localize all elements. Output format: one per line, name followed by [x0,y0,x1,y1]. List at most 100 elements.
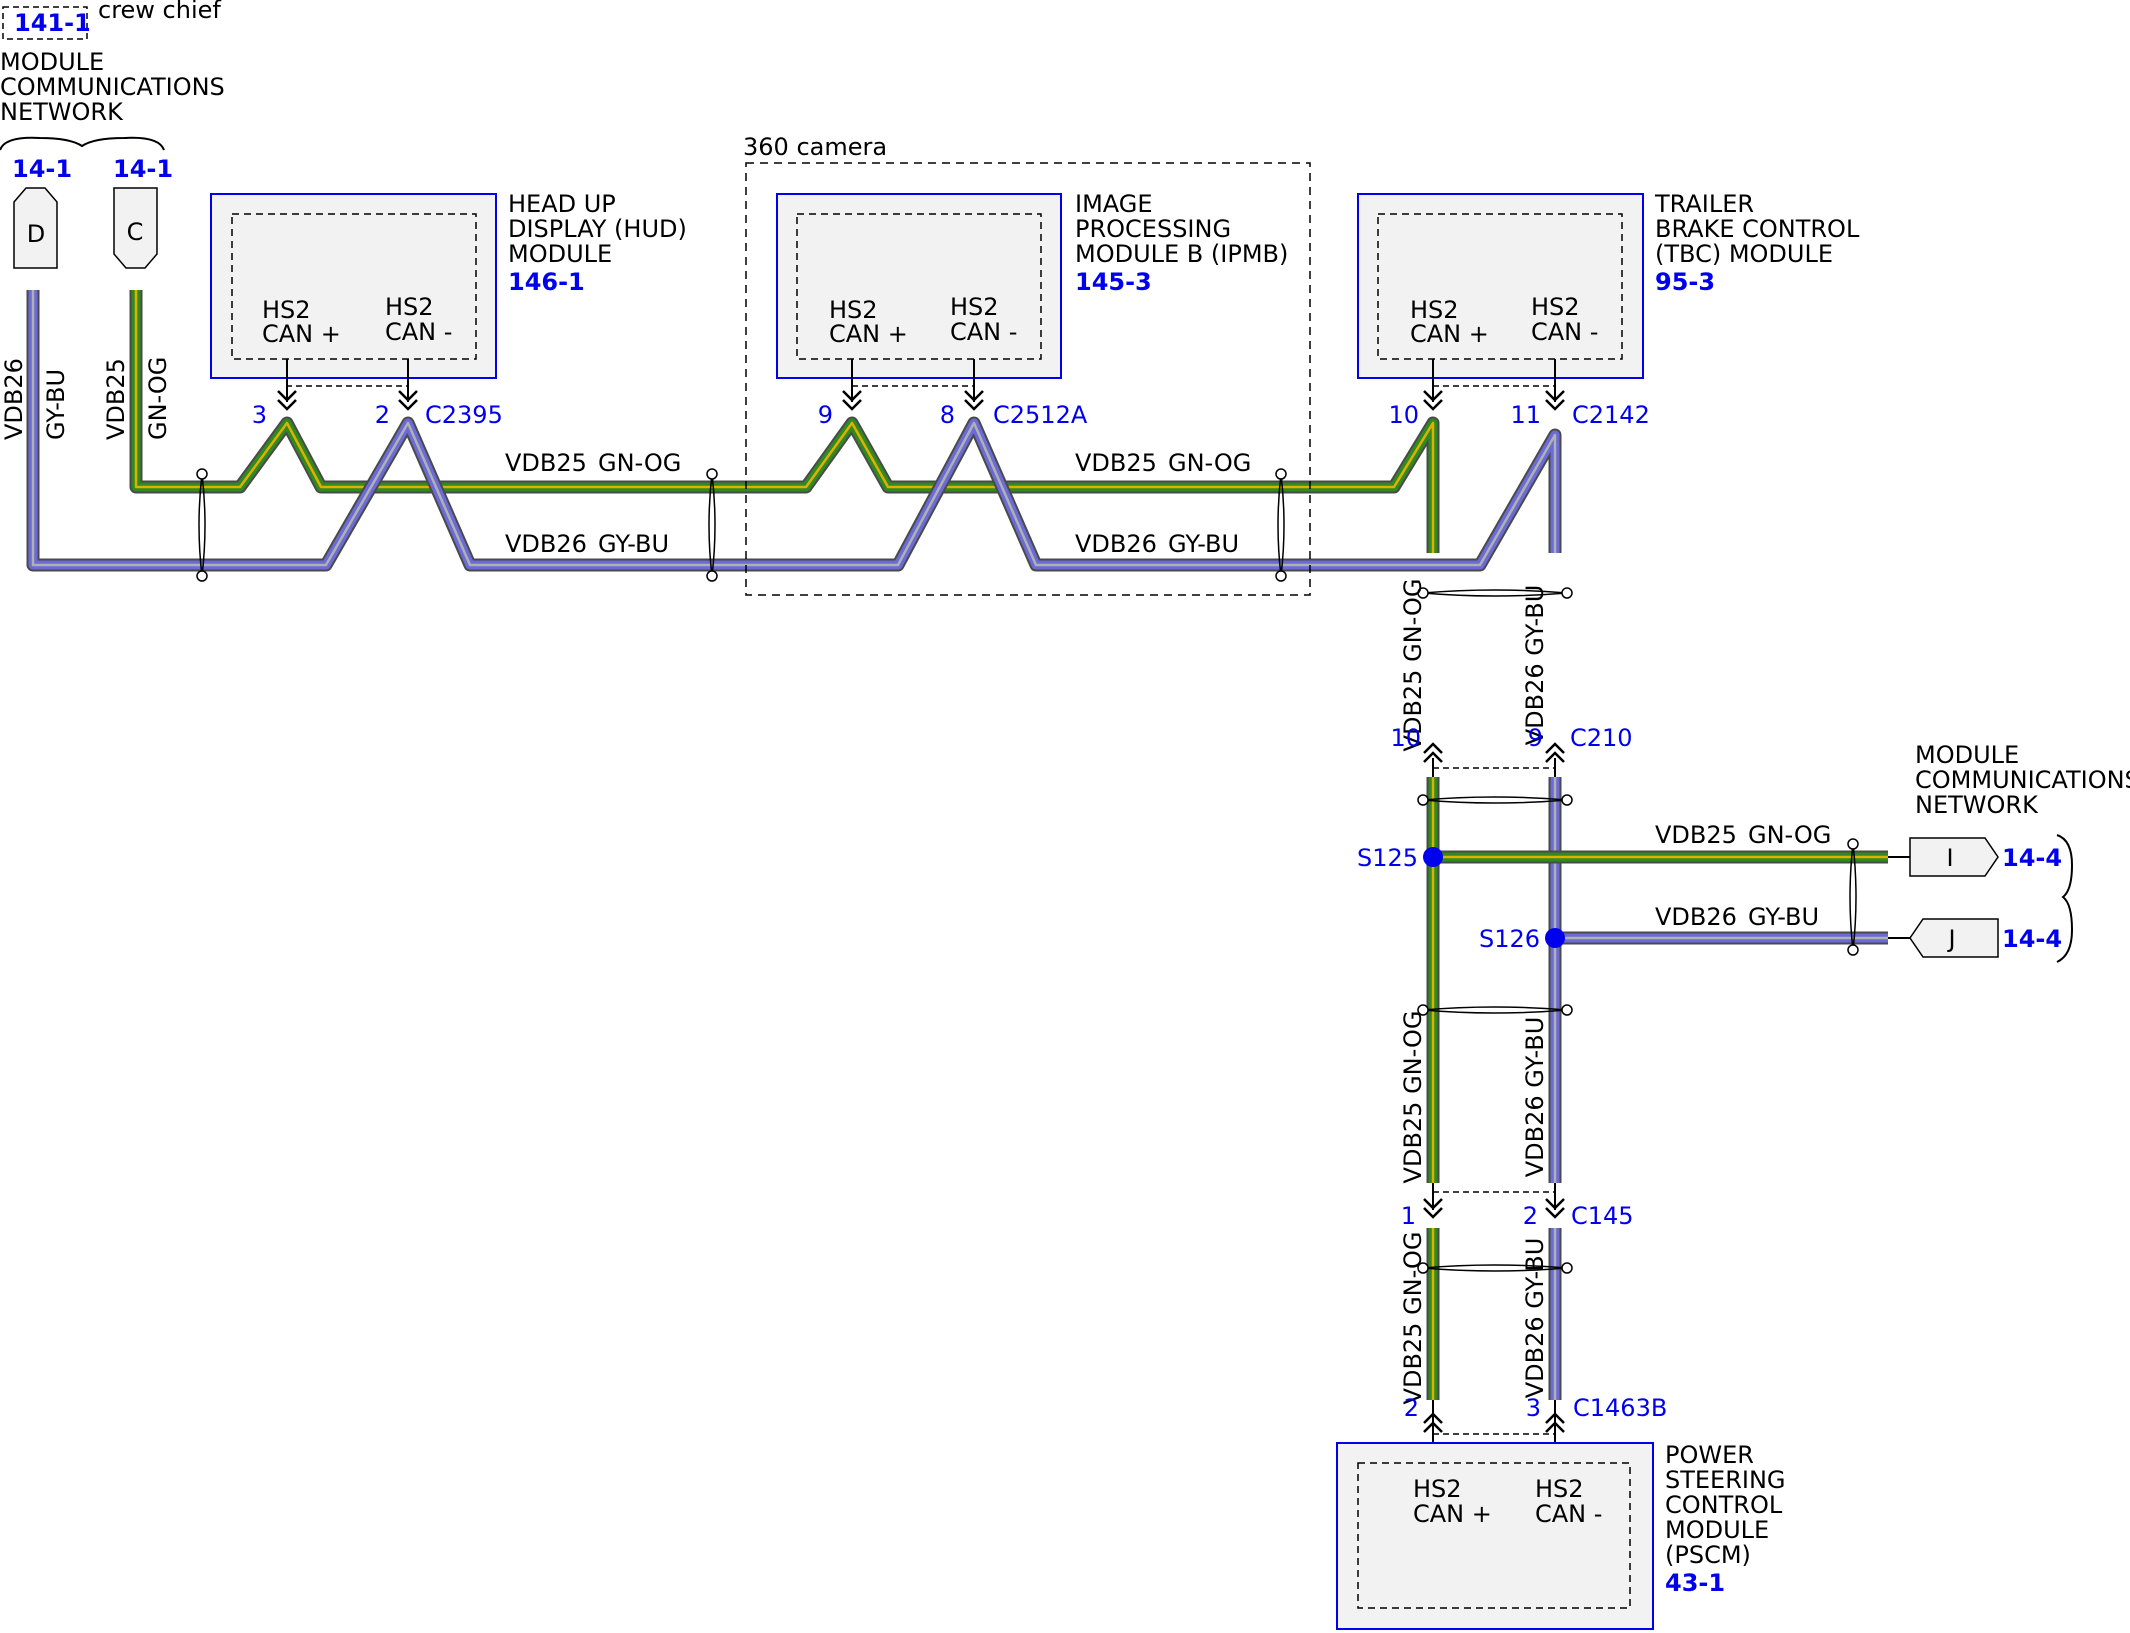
ref-c[interactable]: 14-1 [113,155,173,183]
c210-name: C210 [1570,724,1633,752]
hud-title-line-1: HEAD UP [508,190,616,218]
pscm-module-box[interactable] [1336,1442,1654,1630]
branch-gn-label-a: VDB25 [1655,821,1737,849]
connector-c-letter: C [127,218,144,246]
seg1-gy-label-b: GY-BU [598,530,669,558]
hud-pins: 3 2 C2395 [252,359,503,429]
tbc-module-box[interactable] [1357,193,1644,379]
twist-marker-7 [1417,1262,1573,1274]
c145-pin-gn: 1 [1401,1202,1416,1230]
pscm-module[interactable]: HS2 CAN + HS2 CAN - POWER STEERING CONTR… [1336,1441,1786,1630]
tbc-pin-minus-number: 11 [1510,401,1541,429]
crew-chief-label: crew chief [98,0,221,24]
tbc-pin-plus-line-1: HS2 [1410,296,1459,324]
tbc-inner-box [1377,213,1623,360]
ref-i[interactable]: 14-4 [2002,844,2062,872]
connector-c210: 10 9 C210 [1390,724,1633,777]
crew-chief-box [2,6,88,40]
connector-d: D [13,187,58,269]
right-network-title-1: MODULE [1915,741,2019,769]
c145-name: C145 [1571,1202,1634,1230]
wire-vdb26-gy-bu-main [26,290,1562,572]
connector-d-shape [13,187,58,269]
network-title-line-1: MODULE [0,48,104,76]
c210-pin-gy: 9 [1528,724,1543,752]
left-label-gybu: GY-BU [42,369,70,440]
hud-pin-plus-number: 3 [252,401,267,429]
ref-d[interactable]: 14-1 [12,155,72,183]
connector-c145: 1 2 C145 [1401,1183,1634,1230]
right-network-brace [2056,834,2074,963]
pscm-title-line-5: (PSCM) [1665,1541,1751,1569]
connector-i-letter: I [1946,844,1953,872]
network-title-line-2: COMMUNICATIONS [0,73,225,101]
pscm-title-line-4: MODULE [1665,1516,1769,1544]
camera-group-label: 360 camera [743,133,887,161]
connector-i: I [1909,837,1999,877]
right-network-title-2: COMMUNICATIONS [1915,766,2130,794]
hud-inner-box [231,213,477,360]
camera-group-box [745,162,1311,596]
wire-vdb25-gn-og-main [129,290,1440,553]
ipmb-module[interactable]: HS2 CAN + HS2 CAN - IMAGE PROCESSING MOD… [776,190,1288,379]
tbc-ref[interactable]: 95-3 [1655,268,1715,296]
pscm-title-line-3: CONTROL [1665,1491,1783,1519]
tbc-pin-plus-line-2: CAN + [1410,320,1489,348]
tbc-connector: C2142 [1572,401,1650,429]
branch-gy-label-a: VDB26 [1655,903,1737,931]
ref-j[interactable]: 14-4 [2002,925,2062,953]
twist-marker-4 [1417,587,1573,599]
pscm-pins: 2 3 C1463B [1404,1394,1667,1463]
connector-c-shape [113,187,158,269]
pscm-pin-plus-number: 2 [1404,1394,1419,1422]
connector-d-letter: D [27,220,45,248]
hud-module-box[interactable] [210,193,497,379]
c145-pin-gy: 2 [1523,1202,1538,1230]
branch-gy-label-b: GY-BU [1748,903,1819,931]
connector-c: C [113,187,158,269]
crew-chief-header: 141-1 crew chief MODULE COMMUNICATIONS N… [0,0,225,183]
pscm-pin-plus-line-2: CAN + [1413,1500,1492,1528]
tbc-pin-plus-number: 10 [1388,401,1419,429]
pscm-pin-minus-line-2: CAN - [1535,1500,1602,1528]
twist-marker-6 [1417,1004,1573,1016]
ipmb-pin-plus-line-1: HS2 [829,296,878,324]
splice-s125-label: S125 [1357,844,1418,872]
ipmb-pin-minus-line-2: CAN - [950,318,1017,346]
left-label-vdb25: VDB25 [102,358,130,440]
ipmb-inner-box [796,213,1042,360]
tbc-title-line-2: BRAKE CONTROL [1655,215,1860,243]
hud-module[interactable]: HS2 CAN + HS2 CAN - HEAD UP DISPLAY (HUD… [210,190,687,379]
splice-s126-label: S126 [1479,925,1540,953]
pscm-title-line-1: POWER [1665,1441,1754,1469]
twist-marker-5 [1417,794,1573,806]
connector-j: J [1909,918,1999,958]
ipmb-pin-plus-number: 9 [818,401,833,429]
right-network-title-3: NETWORK [1915,791,2039,819]
tbc-module[interactable]: HS2 CAN + HS2 CAN - TRAILER BRAKE CONTRO… [1357,190,1860,379]
vert2-gn-label: VDB25 GN-OG [1399,1011,1427,1184]
pscm-pin-plus-line-1: HS2 [1413,1475,1462,1503]
seg1-gn-label-a: VDB25 [505,449,587,477]
ipmb-ref[interactable]: 145-3 [1075,268,1152,296]
ipmb-title-line-3: MODULE B (IPMB) [1075,240,1288,268]
tbc-pins: 10 11 C2142 [1388,359,1650,429]
seg2-gy-label-b: GY-BU [1168,530,1239,558]
hud-ref[interactable]: 146-1 [508,268,585,296]
seg1-gn-label-b: GN-OG [598,449,681,477]
network-title-line-3: NETWORK [0,98,124,126]
tbc-pin-minus-line-1: HS2 [1531,293,1580,321]
ipmb-pins: 9 8 C2512A [818,359,1088,429]
left-label-gnog: GN-OG [144,357,172,440]
vert2-gy-label: VDB26 GY-BU [1521,1017,1549,1178]
hud-title-line-2: DISPLAY (HUD) [508,215,687,243]
ipmb-title-line-1: IMAGE [1075,190,1153,218]
ipmb-pin-plus-line-2: CAN + [829,320,908,348]
pscm-ref[interactable]: 43-1 [1665,1569,1725,1597]
twist-marker-2 [706,468,718,582]
hud-title-line-3: MODULE [508,240,612,268]
ipmb-module-box[interactable] [776,193,1062,379]
crew-chief-ref[interactable]: 141-1 [14,9,91,37]
branch-gn-label-b: GN-OG [1748,821,1831,849]
